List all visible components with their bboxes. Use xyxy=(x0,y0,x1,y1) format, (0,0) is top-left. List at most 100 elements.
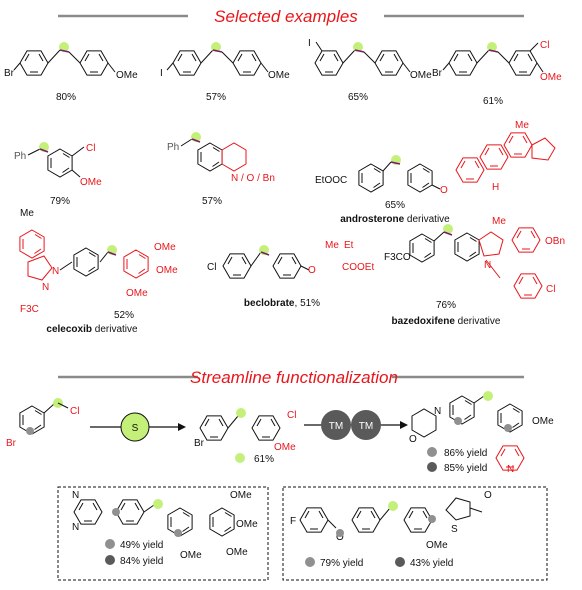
svg-text:Me: Me xyxy=(325,240,339,251)
svg-text:Br: Br xyxy=(4,68,15,79)
svg-text:OMe: OMe xyxy=(230,490,252,501)
streamline-start: Br Cl xyxy=(6,398,79,449)
svg-text:OMe: OMe xyxy=(154,242,176,253)
example-3: I OMe 65% xyxy=(308,38,432,103)
svg-text:Br: Br xyxy=(432,68,443,79)
example-2: I OMe 57% xyxy=(160,42,290,103)
svg-text:OMe: OMe xyxy=(268,70,290,81)
example-10-bazedoxifene: F3CO Me N OBn Cl 76% bazedoxifene deriva… xyxy=(384,216,565,327)
svg-text:O: O xyxy=(308,265,316,276)
example-8-celecoxib: Me N N F3C OMe OMe OMe 52% celecoxib der… xyxy=(19,208,178,335)
svg-text:F3CO: F3CO xyxy=(384,252,411,263)
svg-text:I: I xyxy=(308,38,311,49)
svg-text:OMe: OMe xyxy=(410,70,432,81)
svg-text:Cl: Cl xyxy=(207,262,216,273)
svg-text:N: N xyxy=(42,282,49,293)
svg-text:TM: TM xyxy=(359,421,373,432)
svg-text:N: N xyxy=(52,266,59,277)
svg-text:Cl: Cl xyxy=(70,406,79,417)
selected-examples-heading: Selected examples xyxy=(214,7,358,26)
svg-text:OMe: OMe xyxy=(226,547,248,558)
svg-text:49% yield: 49% yield xyxy=(120,540,163,551)
svg-text:S: S xyxy=(132,423,139,434)
svg-text:OMe: OMe xyxy=(426,540,448,551)
svg-text:Cl: Cl xyxy=(287,410,296,421)
svg-text:Ph: Ph xyxy=(14,151,26,162)
svg-text:76%: 76% xyxy=(436,300,456,311)
svg-text:androsterone derivative: androsterone derivative xyxy=(340,214,450,225)
example-box-2 xyxy=(282,486,548,581)
svg-text:N / O / Bn: N / O / Bn xyxy=(231,173,275,184)
svg-text:TM: TM xyxy=(329,421,343,432)
svg-text:61%: 61% xyxy=(254,454,274,465)
svg-text:57%: 57% xyxy=(206,92,226,103)
example-1: Br OMe 80% xyxy=(4,42,138,103)
tm-catalyst-1 xyxy=(321,410,351,440)
svg-text:OMe: OMe xyxy=(540,72,562,83)
tm-catalyst-2 xyxy=(351,410,381,440)
example-9-beclobrate: Cl O Me Et COOEt beclobrate, 51% xyxy=(207,240,374,309)
svg-text:Br: Br xyxy=(194,438,205,449)
svg-text:F: F xyxy=(290,516,296,527)
svg-text:S: S xyxy=(451,524,458,535)
svg-text:OMe: OMe xyxy=(532,416,554,427)
svg-text:43% yield: 43% yield xyxy=(410,558,453,569)
svg-text:bazedoxifene derivative: bazedoxifene derivative xyxy=(392,316,501,327)
svg-text:Br: Br xyxy=(6,438,17,449)
box2-molecule: F O OMe S O 79% yield 43% yield xyxy=(290,490,492,569)
svg-text:85% yield: 85% yield xyxy=(444,463,487,474)
svg-text:OMe: OMe xyxy=(80,177,102,188)
svg-text:H: H xyxy=(492,182,499,193)
svg-text:79% yield: 79% yield xyxy=(320,558,363,569)
svg-text:OMe: OMe xyxy=(274,442,296,453)
example-5: Ph Cl OMe 79% xyxy=(14,142,102,207)
example-7-androsterone: EtOOC O Me H 65% androsterone derivative xyxy=(315,120,556,225)
svg-text:86% yield: 86% yield xyxy=(444,448,487,459)
example-4: Br Cl OMe 61% xyxy=(432,40,562,107)
svg-text:OMe: OMe xyxy=(180,550,202,561)
svg-text:beclobrate, 51%: beclobrate, 51% xyxy=(244,298,320,309)
svg-text:O: O xyxy=(484,490,492,501)
svg-text:OMe: OMe xyxy=(126,288,148,299)
svg-text:OMe: OMe xyxy=(156,265,178,276)
svg-text:N: N xyxy=(72,490,79,501)
svg-text:OMe: OMe xyxy=(236,519,258,530)
svg-text:N: N xyxy=(72,522,79,533)
svg-text:N: N xyxy=(434,406,441,417)
svg-text:O: O xyxy=(336,532,344,543)
svg-text:COOEt: COOEt xyxy=(342,262,374,273)
svg-text:52%: 52% xyxy=(114,310,134,321)
svg-text:Ph: Ph xyxy=(167,142,179,153)
svg-text:celecoxib derivative: celecoxib derivative xyxy=(46,324,138,335)
svg-text:Cl: Cl xyxy=(540,40,549,51)
svg-text:65%: 65% xyxy=(385,200,405,211)
svg-text:O: O xyxy=(409,434,417,445)
svg-text:Me: Me xyxy=(492,216,506,227)
svg-text:61%: 61% xyxy=(483,96,503,107)
svg-text:57%: 57% xyxy=(202,196,222,207)
svg-text:N: N xyxy=(484,260,491,271)
svg-text:EtOOC: EtOOC xyxy=(315,175,347,186)
example-box-1 xyxy=(57,486,269,581)
svg-text:79%: 79% xyxy=(50,196,70,207)
s-catalyst-circle xyxy=(120,412,150,442)
streamline-product: N O OMe N 86% yield 85% yield xyxy=(409,391,554,475)
svg-text:84% yield: 84% yield xyxy=(120,556,163,567)
yield-label: 80% xyxy=(56,92,76,103)
svg-text:Et: Et xyxy=(344,240,354,251)
svg-text:OBn: OBn xyxy=(545,236,565,247)
svg-text:O: O xyxy=(440,185,448,196)
svg-text:Me: Me xyxy=(515,120,529,131)
svg-text:65%: 65% xyxy=(348,92,368,103)
example-6: Ph N / O / Bn 57% xyxy=(167,132,275,207)
svg-text:OMe: OMe xyxy=(116,70,138,81)
svg-text:F3C: F3C xyxy=(20,304,39,315)
svg-text:Me: Me xyxy=(20,208,34,219)
svg-text:N: N xyxy=(507,464,514,475)
svg-text:I: I xyxy=(160,68,163,79)
streamline-heading: Streamline functionalization xyxy=(190,368,398,387)
box1-molecule: N N OMe OMe OMe OMe 49% yield 84% yield xyxy=(72,490,258,567)
svg-text:Cl: Cl xyxy=(86,143,95,154)
streamline-intermediate: Br Cl OMe 61% xyxy=(194,408,296,465)
